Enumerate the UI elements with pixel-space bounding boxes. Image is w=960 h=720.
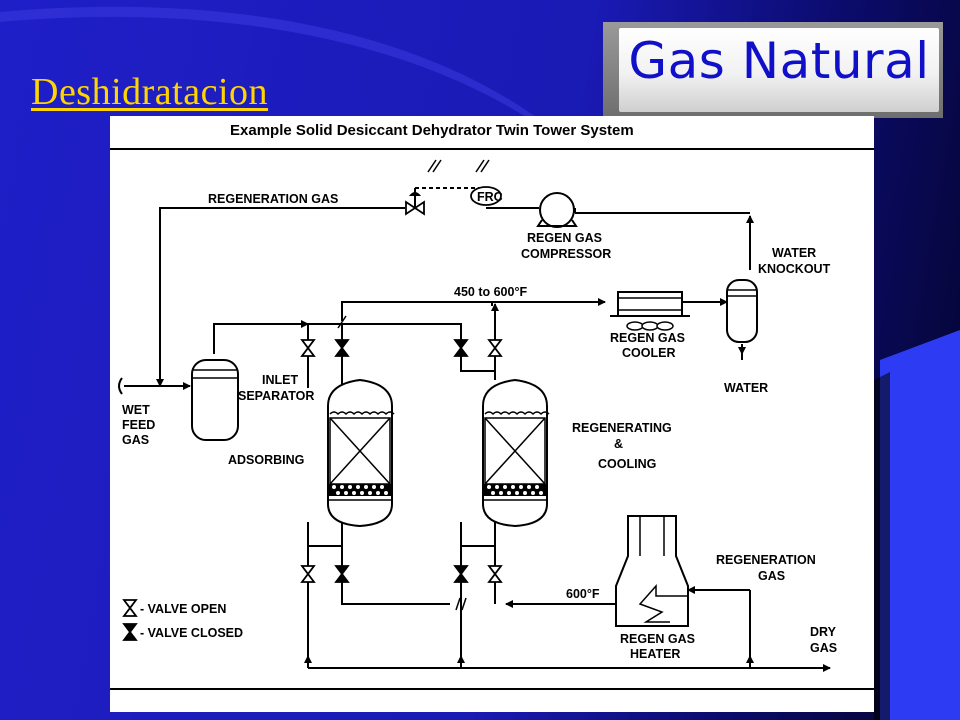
label-dry-gas-1: DRY — [810, 625, 837, 639]
label-wet-feed-gas-3: GAS — [122, 433, 149, 447]
regenerating-tower — [482, 378, 550, 528]
label-regenerating-1: REGENERATING — [572, 421, 672, 435]
regen-gas-cooler — [610, 291, 690, 331]
frc-instrument: FRC — [470, 186, 503, 206]
regen-gas-compressor — [536, 192, 578, 228]
valve-closed-bottom-2 — [453, 565, 469, 583]
label-water-knockout-1: WATER — [772, 246, 816, 260]
label-regenerating-2: & — [614, 437, 623, 451]
label-cooler-1: REGEN GAS — [610, 331, 685, 345]
label-temp-range: 450 to 600°F — [454, 285, 527, 299]
label-compressor-2: COMPRESSOR — [521, 247, 611, 261]
label-cooler-2: COOLER — [622, 346, 675, 360]
label-heater-1: REGEN GAS — [620, 632, 695, 646]
valve-open-bottom-2 — [487, 565, 503, 583]
regen-gas-heater — [615, 515, 689, 627]
brand-logo: Gas Natural — [603, 22, 943, 118]
adsorbing-tower — [327, 378, 395, 528]
feed-inlet-mark — [118, 377, 123, 395]
diagram-title: Example Solid Desiccant Dehydrator Twin … — [230, 122, 634, 139]
legend-valve-closed: - VALVE CLOSED — [140, 626, 243, 640]
label-temp-600: 600°F — [566, 587, 600, 601]
label-water-knockout-2: KNOCKOUT — [758, 262, 831, 276]
line-break-marks — [337, 159, 490, 611]
label-inlet-separator-1: INLET — [262, 373, 298, 387]
slide-title-link[interactable]: Deshidratacion — [31, 71, 269, 113]
valve-open-top-2 — [487, 339, 503, 357]
legend-valve-open: - VALVE OPEN — [140, 602, 226, 616]
water-knockout-vessel — [726, 279, 758, 343]
label-regeneration-gas-right-1: REGENERATION — [716, 553, 816, 567]
label-inlet-separator-2: SEPARATOR — [238, 389, 314, 403]
label-adsorbing: ADSORBING — [228, 453, 304, 467]
block-valves — [122, 339, 503, 641]
legend-valve-closed-icon — [122, 623, 138, 641]
label-wet-feed-gas-2: FEED — [122, 418, 155, 432]
label-water: WATER — [724, 381, 768, 395]
frc-label: FRC — [477, 190, 503, 204]
legend-valve-open-icon — [122, 599, 138, 617]
label-heater-2: HEATER — [630, 647, 680, 661]
label-regenerating-3: COOLING — [598, 457, 656, 471]
label-regeneration-gas-top: REGENERATION GAS — [208, 192, 338, 206]
process-diagram: Example Solid Desiccant Dehydrator Twin … — [110, 116, 874, 712]
valve-open-bottom-1 — [300, 565, 316, 583]
control-valve-regeneration — [405, 192, 425, 216]
valve-open-top-1 — [300, 339, 316, 357]
brand-text: Gas Natural — [628, 32, 930, 90]
inlet-separator-vessel — [191, 359, 239, 441]
valve-closed-top-1 — [334, 339, 350, 357]
valve-closed-top-2 — [453, 339, 469, 357]
label-dry-gas-2: GAS — [810, 641, 837, 655]
label-wet-feed-gas-1: WET — [122, 403, 150, 417]
label-regeneration-gas-right-2: GAS — [758, 569, 785, 583]
label-compressor-1: REGEN GAS — [527, 231, 602, 245]
valve-closed-bottom-1 — [334, 565, 350, 583]
